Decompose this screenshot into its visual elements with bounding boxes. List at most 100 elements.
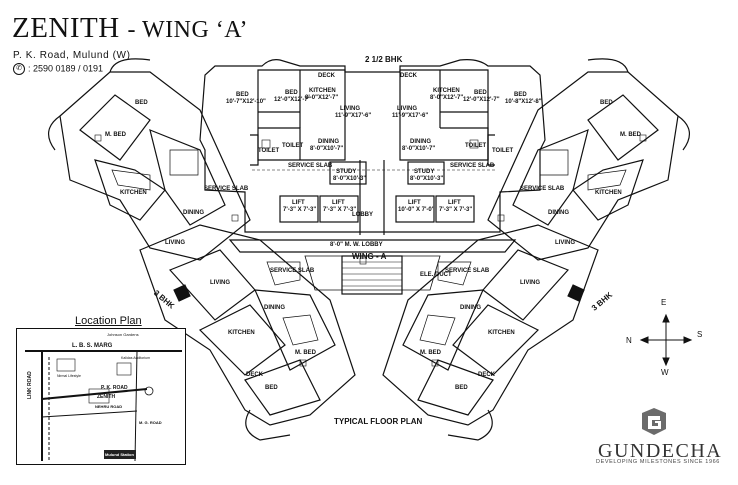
lift-label: LIFT [332, 200, 345, 206]
service-slab-label: SERVICE SLAB [450, 163, 495, 169]
link-road-label: LINK ROAD [27, 371, 33, 399]
deck-label: DECK [246, 372, 264, 378]
toilet-label: TOILET [282, 143, 304, 149]
compass-icon [639, 313, 693, 367]
brand-name: GUNDECHA [598, 440, 723, 462]
lobby-label: LOBBY [352, 212, 373, 218]
living-label: LIVING [210, 280, 231, 286]
title-wing: - WING ‘A’ [127, 17, 248, 43]
location-map: L. B. S. MARG Johnson Gardens P. K. ROAD… [16, 328, 186, 465]
bed-label: BED [265, 385, 278, 391]
living-label: LIVING [165, 240, 186, 246]
kitchen-label: KITCHEN [433, 88, 460, 94]
bed-dim: 12'-0"X12'-7" [463, 97, 500, 103]
deck-label: DECK [318, 73, 336, 79]
kitchen-dim: 8'-0"X12'-7" [305, 95, 339, 101]
pk-road-label: P. K. ROAD [101, 385, 128, 391]
living-label: LIVING [340, 106, 361, 112]
deck-label: DECK [478, 372, 496, 378]
compass-north: N [626, 336, 632, 345]
master-bed-label: M. BED [620, 132, 641, 138]
living-label: LIVING [555, 240, 576, 246]
lift-label: LIFT [448, 200, 461, 206]
bed-label: BED [135, 100, 148, 106]
dining-label: DINING [460, 305, 481, 311]
compass-west: W [661, 368, 669, 377]
lift-label: LIFT [408, 200, 421, 206]
lift-dim: 7'-3" X 7'-3" [323, 207, 357, 213]
bed-dim: 12'-0"X12'-7" [274, 97, 311, 103]
lbs-marg-label: L. B. S. MARG [72, 343, 113, 349]
top-unit-label: 2 1/2 BHK [365, 55, 403, 64]
station-label: Mulund Station [105, 452, 134, 457]
service-slab-label: SERVICE SLAB [270, 268, 315, 274]
dining-label: DINING [318, 139, 339, 145]
electrical-duct-label: ELE. DUCT [420, 272, 452, 278]
phone-number: : 2590 0189 / 0191 [28, 63, 104, 74]
toilet-label: TOILET [258, 148, 280, 154]
johnson-label: Johnson Gardens [107, 332, 139, 337]
study-dim: 8'-0"X10'-3" [333, 176, 367, 182]
kitchen-label: KITCHEN [228, 330, 255, 336]
bed-label: BED [455, 385, 468, 391]
lobby-width-label: 8'-0" M. W. LOBBY [330, 242, 383, 248]
study-label: STUDY [336, 169, 357, 175]
location-map-drawing [25, 350, 182, 462]
bed-label: BED [474, 90, 487, 96]
wing-label: WING - A [352, 252, 387, 261]
page-title: ZENITH - WING ‘A’ [12, 12, 248, 45]
study-label: STUDY [414, 169, 435, 175]
living-label: LIVING [520, 280, 541, 286]
living-dim: 11'-9"X17'-6" [335, 113, 372, 119]
compass-south: S [697, 330, 703, 339]
master-bed-label: M. BED [105, 132, 126, 138]
bed-label: BED [236, 92, 249, 98]
toilet-label: TOILET [492, 148, 514, 154]
dining-dim: 8'-0"X10'-7" [310, 146, 344, 152]
title-main: ZENITH [12, 12, 120, 44]
location-plan-title: Location Plan [75, 315, 142, 327]
bed-dim: 10'-8"X12'-8" [505, 99, 542, 105]
service-slab-label: SERVICE SLAB [445, 268, 490, 274]
lift-dim: 10'-0" X 7'-0" [398, 207, 435, 213]
kitchen-label: KITCHEN [309, 88, 336, 94]
kitchen-label: KITCHEN [120, 190, 147, 196]
lift-dim: 7'-3" X 7'-3" [283, 207, 317, 213]
lift-label: LIFT [292, 200, 305, 206]
master-bed-label: M. BED [295, 350, 316, 356]
kalidas-label: Kalidas Auditorium [121, 356, 150, 360]
study-dim: 8'-0"X10'-3" [410, 176, 444, 182]
bed-dim: 10'-7"X12'-10" [226, 99, 266, 105]
hotel-label: Nirmal Lifestyle [57, 374, 81, 378]
dining-label: DINING [410, 139, 431, 145]
toilet-label: TOILET [465, 143, 487, 149]
service-slab-label: SERVICE SLAB [520, 186, 565, 192]
service-slab-label: SERVICE SLAB [204, 186, 249, 192]
compass-east: E [661, 298, 667, 307]
kitchen-label: KITCHEN [595, 190, 622, 196]
zenith-map-label: ZENITH [97, 394, 116, 400]
address: P. K. Road, Mulund (W) [13, 50, 131, 61]
dining-label: DINING [183, 210, 204, 216]
gundecha-logo-icon [642, 408, 666, 435]
kitchen-label: KITCHEN [488, 330, 515, 336]
bed-label: BED [514, 92, 527, 98]
master-bed-label: M. BED [420, 350, 441, 356]
kitchen-dim: 8'-0"X12'-7" [430, 95, 464, 101]
service-slab-label: SERVICE SLAB [288, 163, 333, 169]
mg-road-label: M. G. ROAD [139, 420, 162, 425]
living-label: LIVING [397, 106, 418, 112]
lift-dim: 7'-3" X 7'-3" [439, 207, 473, 213]
nehru-road-label: NEHRU ROAD [95, 404, 123, 409]
bed-label: BED [285, 90, 298, 96]
dining-dim: 8'-0"X10'-7" [402, 146, 436, 152]
deck-label: DECK [400, 73, 418, 79]
brand-tagline: DEVELOPING MILESTONES SINCE 1966 [596, 459, 720, 465]
dining-label: DINING [264, 305, 285, 311]
dining-label: DINING [548, 210, 569, 216]
bed-label: BED [600, 100, 613, 106]
phone-icon: ✆ [13, 63, 25, 75]
phone-line: ✆: 2590 0189 / 0191 [13, 63, 103, 75]
floor-plan-caption: TYPICAL FLOOR PLAN [334, 417, 423, 426]
